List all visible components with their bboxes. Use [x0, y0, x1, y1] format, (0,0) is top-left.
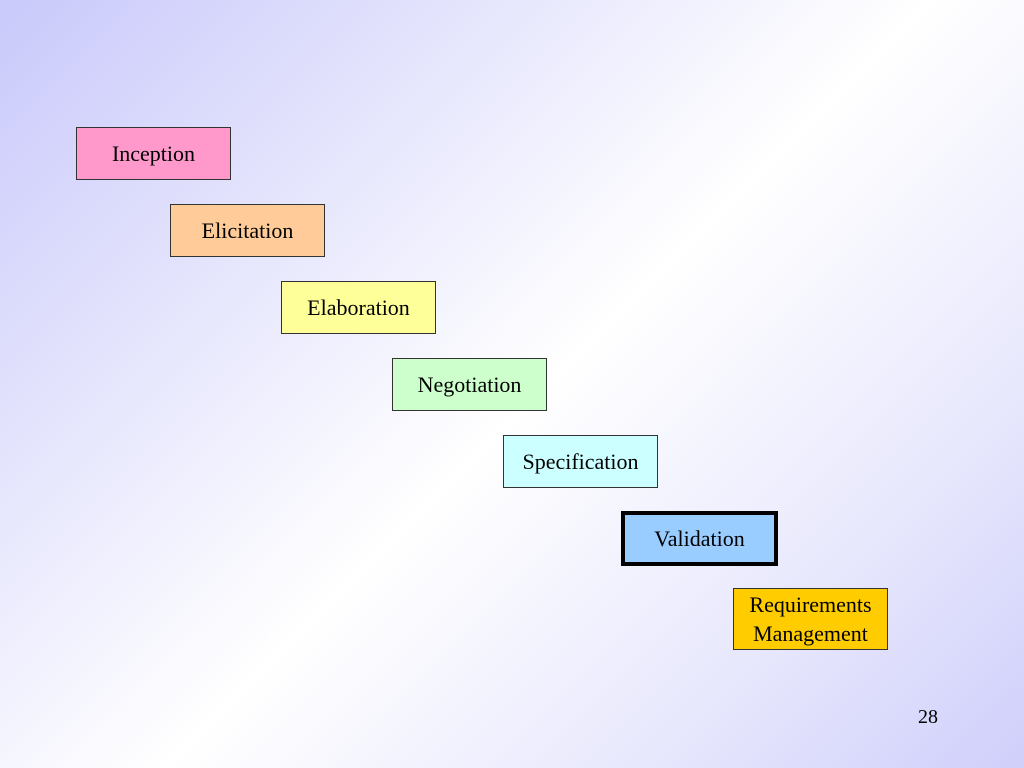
step-validation: Validation — [621, 511, 778, 566]
step-elicitation: Elicitation — [170, 204, 325, 257]
step-specification: Specification — [503, 435, 658, 488]
step-elaboration: Elaboration — [281, 281, 436, 334]
page-number: 28 — [918, 706, 938, 728]
step-requirements-management: Requirements Management — [733, 588, 888, 650]
step-inception: Inception — [76, 127, 231, 180]
step-negotiation: Negotiation — [392, 358, 547, 411]
